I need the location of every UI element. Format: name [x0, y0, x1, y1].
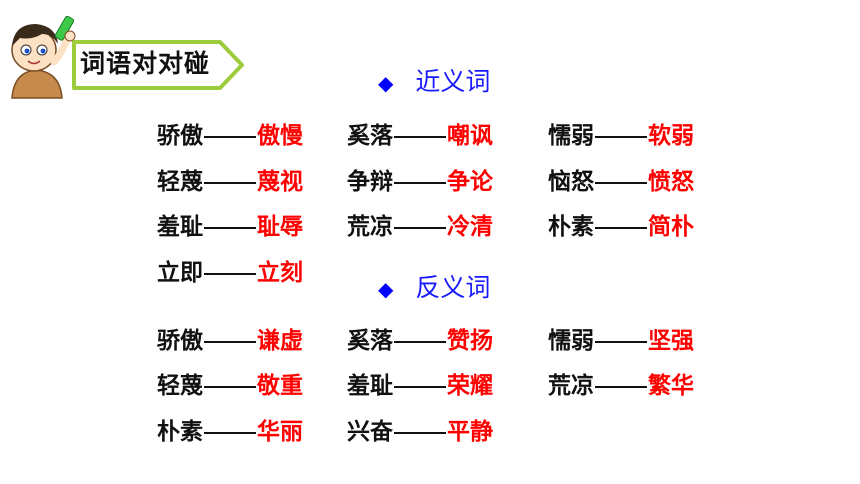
dash-line — [595, 340, 647, 343]
pair-answer: 简朴 — [648, 214, 694, 240]
synonym-pair: 骄傲 傲慢 — [157, 119, 303, 153]
page-title: 词语对对碰 — [80, 49, 211, 78]
pair-answer: 荣耀 — [447, 373, 493, 399]
dash-line — [394, 135, 446, 138]
synonym-pair: 恼怒 愤怒 — [548, 165, 694, 199]
pair-answer: 立刻 — [257, 260, 303, 286]
antonym-pair: 羞耻 荣耀 — [347, 369, 493, 403]
dash-line — [394, 340, 446, 343]
mascot-boy-illustration — [2, 10, 84, 102]
dash-line — [394, 385, 446, 388]
pair-answer: 敬重 — [257, 373, 303, 399]
pair-answer: 坚强 — [648, 328, 694, 354]
dash-line — [204, 135, 256, 138]
antonym-pair: 骄傲 谦虚 — [157, 324, 303, 358]
dash-line — [595, 226, 647, 229]
pair-word: 奚落 — [347, 328, 393, 354]
title-tag-frame — [72, 40, 244, 90]
antonym-pair: 轻蔑 敬重 — [157, 369, 303, 403]
synonyms-heading: ◆ 近义词 — [378, 64, 490, 100]
pair-word: 骄傲 — [157, 328, 203, 354]
synonyms-heading-label: 近义词 — [415, 67, 491, 96]
pair-word: 恼怒 — [548, 169, 594, 195]
antonym-pair: 兴奋 平静 — [347, 415, 493, 449]
dash-line — [204, 272, 256, 275]
pair-word: 争辩 — [347, 169, 393, 195]
pair-word: 荒凉 — [548, 373, 594, 399]
dash-line — [204, 181, 256, 184]
pair-word: 立即 — [157, 260, 203, 286]
dash-line — [595, 181, 647, 184]
pair-answer: 傲慢 — [257, 123, 303, 149]
pair-answer: 蔑视 — [257, 169, 303, 195]
pair-word: 荒凉 — [347, 214, 393, 240]
antonyms-heading: ◆ 反义词 — [378, 270, 490, 306]
pair-answer: 冷清 — [447, 214, 493, 240]
dash-line — [204, 385, 256, 388]
pair-answer: 赞扬 — [447, 328, 493, 354]
pair-word: 羞耻 — [157, 214, 203, 240]
pair-answer: 繁华 — [648, 373, 694, 399]
pair-word: 轻蔑 — [157, 373, 203, 399]
pair-word: 羞耻 — [347, 373, 393, 399]
pair-answer: 嘲讽 — [447, 123, 493, 149]
pair-answer: 软弱 — [648, 123, 694, 149]
title-tag: 词语对对碰 — [70, 38, 246, 92]
pair-answer: 谦虚 — [257, 328, 303, 354]
pair-word: 懦弱 — [548, 328, 594, 354]
diamond-bullet-icon: ◆ — [378, 277, 394, 301]
antonym-pair: 奚落 赞扬 — [347, 324, 493, 358]
antonyms-heading-label: 反义词 — [415, 273, 491, 302]
dash-line — [595, 135, 647, 138]
dash-line — [204, 226, 256, 229]
dash-line — [394, 181, 446, 184]
pair-answer: 华丽 — [257, 419, 303, 445]
pair-word: 兴奋 — [347, 419, 393, 445]
synonym-pair: 奚落 嘲讽 — [347, 119, 493, 153]
antonym-pair: 朴素 华丽 — [157, 415, 303, 449]
pair-word: 奚落 — [347, 123, 393, 149]
dash-line — [394, 431, 446, 434]
dash-line — [595, 385, 647, 388]
pair-answer: 平静 — [447, 419, 493, 445]
antonym-pair: 荒凉 繁华 — [548, 369, 694, 403]
pair-word: 朴素 — [157, 419, 203, 445]
synonym-pair: 荒凉 冷清 — [347, 210, 493, 244]
synonym-pair: 立即 立刻 — [157, 256, 303, 290]
synonym-pair: 朴素 简朴 — [548, 210, 694, 244]
diamond-bullet-icon: ◆ — [378, 71, 394, 95]
synonym-pair: 羞耻 耻辱 — [157, 210, 303, 244]
pair-word: 轻蔑 — [157, 169, 203, 195]
pair-answer: 争论 — [447, 169, 493, 195]
pair-word: 朴素 — [548, 214, 594, 240]
pair-word: 懦弱 — [548, 123, 594, 149]
dash-line — [394, 226, 446, 229]
pair-word: 骄傲 — [157, 123, 203, 149]
synonym-pair: 轻蔑 蔑视 — [157, 165, 303, 199]
dash-line — [204, 431, 256, 434]
synonym-pair: 懦弱 软弱 — [548, 119, 694, 153]
pair-answer: 耻辱 — [257, 214, 303, 240]
dash-line — [204, 340, 256, 343]
antonym-pair: 懦弱 坚强 — [548, 324, 694, 358]
synonym-pair: 争辩 争论 — [347, 165, 493, 199]
pair-answer: 愤怒 — [648, 169, 694, 195]
